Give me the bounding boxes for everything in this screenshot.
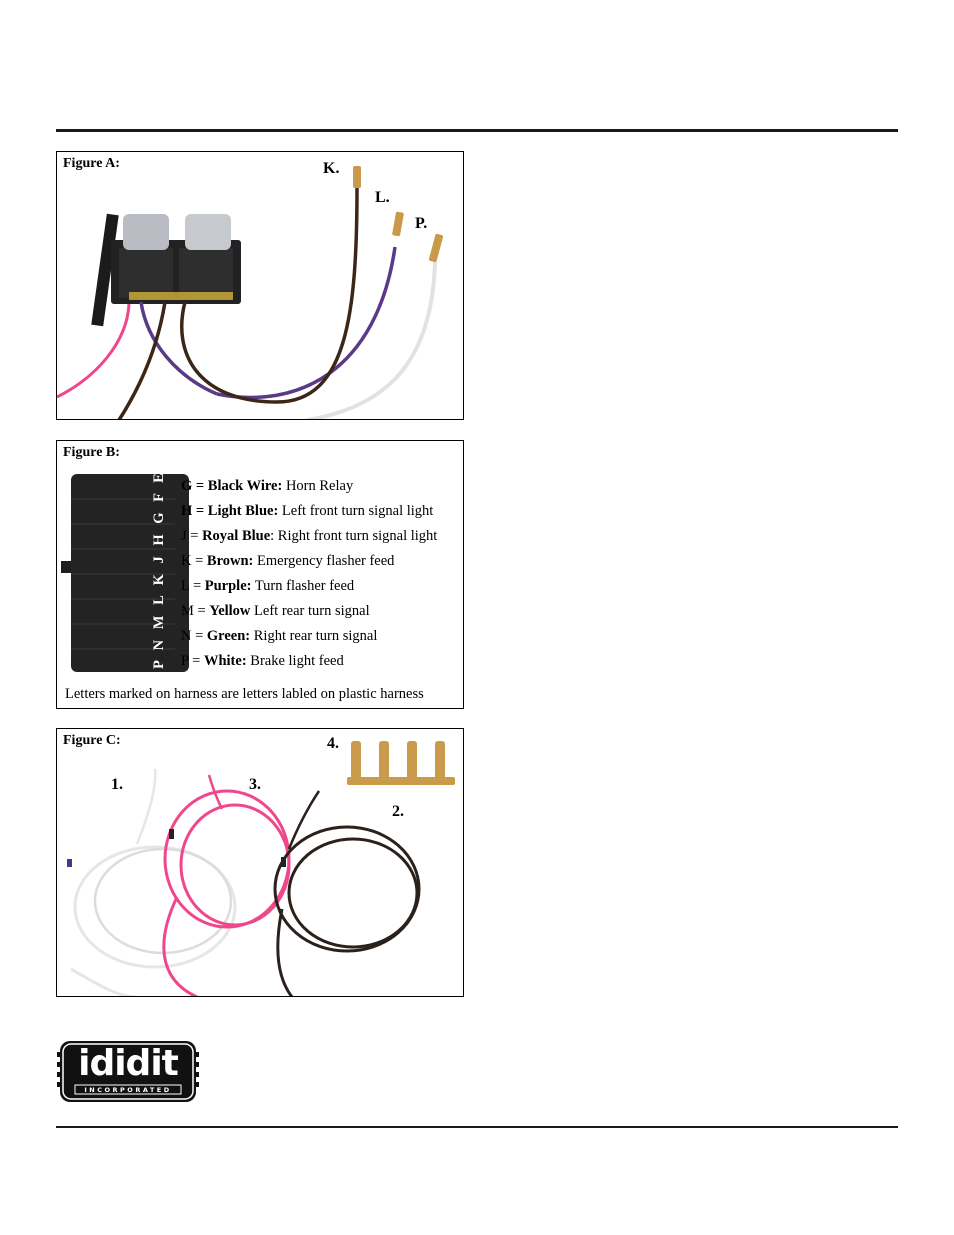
legend-row-h: H = Light Blue: Left front turn signal l… <box>181 503 434 519</box>
logo-wordmark: ididit <box>78 1043 179 1084</box>
terminal-strip <box>347 741 455 785</box>
callout-3: 3. <box>249 776 261 793</box>
figure-b: P N M L K J H G F E D Figure B: G = Blac… <box>56 440 464 709</box>
ididit-logo: ididit INCORPORATED <box>57 1038 199 1105</box>
callout-k: K. <box>323 160 340 177</box>
figure-c: Figure C: 1. 2. 3. 4. <box>56 728 464 997</box>
legend-row-k: K = Brown: Emergency flasher feed <box>181 553 395 569</box>
legend-row-j: J = Royal Blue: Right front turn signal … <box>181 528 438 544</box>
legend-row-p: P = White: Brake light feed <box>181 653 344 669</box>
callout-1: 1. <box>111 776 123 793</box>
figure-b-connector-photo: P N M L K J H G F E D <box>61 449 189 672</box>
figure-b-footnote: Letters marked on harness are letters la… <box>65 686 424 702</box>
legend-row-m: M = Yellow Left rear turn signal <box>181 603 370 619</box>
header-rule <box>56 129 898 132</box>
callout-2: 2. <box>392 803 404 820</box>
legend-row-n: N = Green: Right rear turn signal <box>181 628 378 644</box>
wire-legend: G = Black Wire: Horn Relay H = Light Blu… <box>181 474 437 674</box>
logo-badge <box>57 1041 199 1102</box>
callout-l: L. <box>375 189 390 206</box>
figure-b-title: Figure B: <box>63 445 120 460</box>
figure-a: Figure A: K. L. P. <box>56 151 464 420</box>
figure-a-title: Figure A: <box>63 156 120 171</box>
figure-a-photo <box>57 166 444 419</box>
legend-row-g: G = Black Wire: Horn Relay <box>181 478 354 494</box>
figure-c-title: Figure C: <box>63 733 121 748</box>
figure-c-photo <box>67 741 455 996</box>
footer-rule <box>56 1126 898 1128</box>
connector-letters: P N M L K J H G F E D <box>151 449 167 669</box>
legend-row-l: L = Purple: Turn flasher feed <box>181 578 355 594</box>
logo-subtext: INCORPORATED <box>84 1086 172 1094</box>
callout-p: P. <box>415 215 428 232</box>
callout-4: 4. <box>327 735 339 752</box>
